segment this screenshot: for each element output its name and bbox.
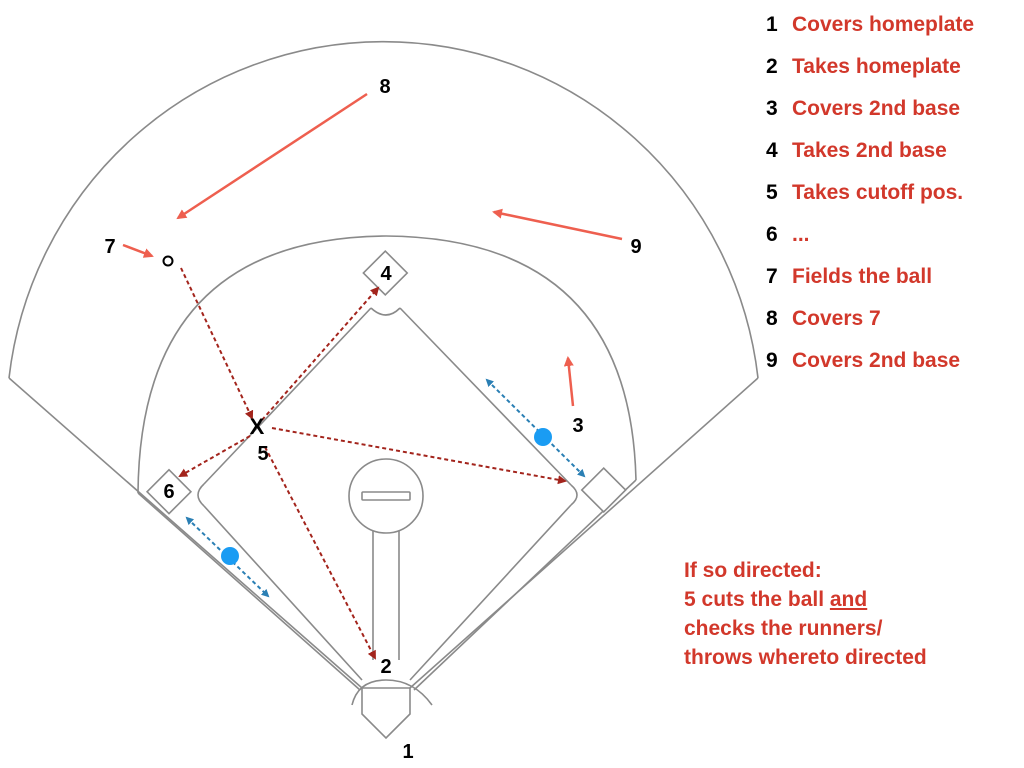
first-base: [580, 466, 627, 514]
position-label-2: 2: [380, 656, 391, 678]
position-label-7: 7: [104, 236, 115, 258]
third-base: [145, 468, 193, 515]
legend-text: Covers 2nd base: [792, 97, 961, 120]
home-plate-area: [351, 679, 433, 706]
legend-item: 7 Fields the ball: [766, 260, 974, 302]
ball-location-marker: [162, 255, 174, 267]
position-label-5: 5: [257, 443, 268, 465]
cutout-first: [570, 484, 578, 506]
legend-number: 2: [766, 55, 778, 78]
legend-item: 8 Covers 7: [766, 302, 974, 344]
legend-text: Takes cutoff pos.: [792, 181, 964, 204]
pitchers-rubber: [361, 491, 411, 501]
note-line: checks the runners/: [684, 617, 883, 640]
home-plate: [361, 687, 411, 740]
right-foul-line: [409, 377, 759, 689]
note-line: throws whereto directed: [684, 646, 927, 669]
fielder-movement-arrows: [122, 92, 623, 407]
legend-text: Takes homeplate: [792, 55, 961, 78]
note-text: 5 cuts the ball: [684, 588, 830, 611]
outfield-fence: [8, 40, 759, 379]
legend-item: 6...: [766, 218, 974, 260]
legend-number: 4: [766, 139, 778, 162]
legend-number: 7: [766, 265, 778, 288]
legend-text: Takes 2nd base: [792, 139, 947, 162]
legend-number: 9: [766, 349, 778, 372]
legend-text: Covers homeplate: [792, 13, 975, 36]
movement-arrow-3: [563, 356, 575, 407]
movement-arrow-8: [176, 92, 368, 220]
legend-item: 9 Covers 2nd base: [766, 344, 974, 386]
legend-item: 1 Covers homeplate: [766, 8, 974, 50]
note-line: If so directed:: [684, 559, 822, 582]
note-underlined-text: and: [829, 588, 868, 611]
legend-number: 1: [766, 13, 778, 36]
runner-path-first-second: [485, 378, 586, 478]
position-label-9: 9: [630, 236, 641, 258]
position-label-6: 6: [163, 481, 174, 503]
right-coach-line: [413, 479, 637, 691]
position-label-3: 3: [572, 415, 583, 437]
legend-text: ...: [792, 223, 810, 246]
cutoff-note: If so directed: 5 cuts the ball and chec…: [684, 556, 927, 672]
position-label-4: 4: [380, 263, 392, 285]
legend-text: Covers 7: [792, 307, 881, 330]
throw-path-ball-to-cutoff: [180, 267, 254, 420]
legend-item: 4 Takes 2nd base: [766, 134, 974, 176]
runner-dot-first: [534, 428, 552, 446]
legend-item: 3 Covers 2nd base: [766, 92, 974, 134]
legend-text: Fields the ball: [792, 265, 933, 288]
cutout-third: [197, 483, 205, 507]
cutoff-marker: X: [250, 414, 265, 439]
infield-arc: [137, 235, 637, 494]
second-base: [362, 249, 409, 297]
infield-baselines: [203, 307, 572, 681]
legend-item: 2 Takes homeplate: [766, 50, 974, 92]
legend-number: 8: [766, 307, 778, 330]
legend-number: 3: [766, 97, 778, 120]
left-coach-line: [137, 492, 361, 691]
throw-path-cutoff-to-second: [261, 286, 380, 421]
cutout-second: [370, 307, 401, 316]
legend-item: 5 Takes cutoff pos.: [766, 176, 974, 218]
throw-path-cutoff-to-first: [271, 427, 567, 485]
throw-path-cutoff-to-home: [264, 446, 376, 660]
movement-arrow-7: [122, 243, 154, 258]
legend-number: 6: [766, 223, 778, 246]
left-foul-line: [8, 377, 363, 689]
movement-arrow-9: [492, 208, 623, 241]
position-label-8: 8: [379, 76, 390, 98]
legend-text: Covers 2nd base: [792, 349, 961, 372]
legend-number: 5: [766, 181, 778, 204]
mound-path: [372, 531, 400, 660]
note-line: 5 cuts the ball and: [684, 585, 927, 614]
runner-dot-third: [221, 547, 239, 565]
position-label-1: 1: [402, 741, 413, 763]
throw-path-cutoff-to-third: [178, 435, 251, 477]
